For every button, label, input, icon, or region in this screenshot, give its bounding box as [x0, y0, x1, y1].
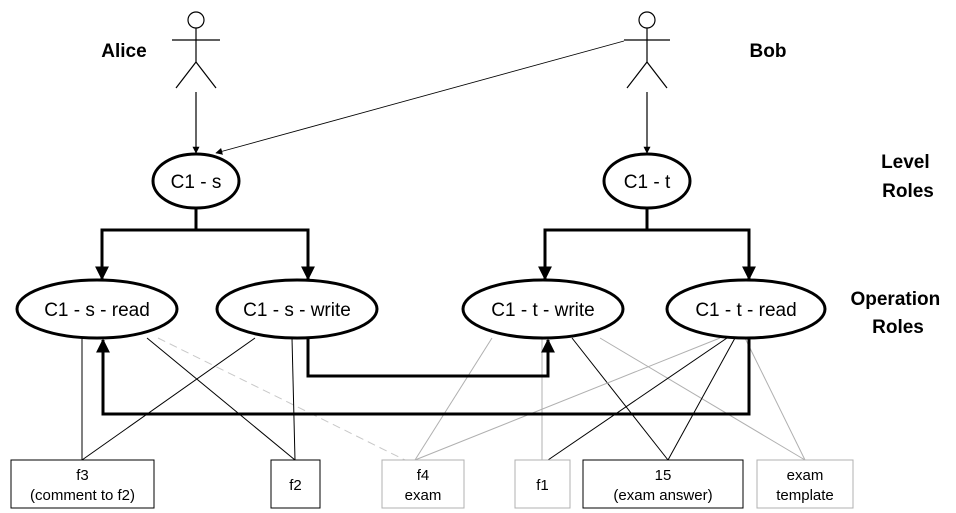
- actor-alice-label: Alice: [101, 41, 146, 62]
- level-role-c1-s[interactable]: C1 - s: [151, 152, 241, 210]
- svg-text:(exam answer): (exam answer): [613, 487, 712, 504]
- svg-text:C1 - t - write: C1 - t - write: [491, 300, 594, 321]
- svg-text:exam: exam: [787, 467, 824, 484]
- svg-text:f1: f1: [536, 477, 549, 494]
- svg-text:exam: exam: [405, 487, 442, 504]
- svg-text:C1 - s: C1 - s: [171, 172, 222, 193]
- level-role-c1-t[interactable]: C1 - t: [602, 152, 692, 210]
- svg-text:15: 15: [655, 467, 672, 484]
- actor-bob-label: Bob: [750, 41, 787, 62]
- svg-text:C1 - s - read: C1 - s - read: [44, 300, 150, 321]
- role-assignment-arrows: [192, 40, 651, 155]
- svg-text:(comment to f2): (comment to f2): [30, 487, 135, 504]
- actor-bob: [624, 11, 670, 89]
- svg-text:f3: f3: [76, 467, 89, 484]
- operation-role-edges: [96, 338, 751, 416]
- file-f1[interactable]: f1: [514, 459, 571, 509]
- file-15[interactable]: 15 (exam answer): [582, 459, 744, 509]
- svg-text:f2: f2: [289, 477, 302, 494]
- file-f3[interactable]: f3 (comment to f2): [10, 459, 155, 509]
- file-exam-template[interactable]: exam template: [756, 459, 854, 509]
- file-f2[interactable]: f2: [270, 459, 321, 509]
- operation-role-c1-s-read[interactable]: C1 - s - read: [15, 278, 179, 340]
- svg-text:f4: f4: [417, 467, 430, 484]
- svg-text:template: template: [776, 487, 834, 504]
- actor-alice: [172, 11, 220, 89]
- level-roles-label: Level Roles: [881, 152, 935, 202]
- operation-role-c1-s-write[interactable]: C1 - s - write: [215, 278, 379, 340]
- operation-role-c1-t-write[interactable]: C1 - t - write: [461, 278, 625, 340]
- role-hierarchy-edges: [95, 208, 756, 281]
- file-links: [81, 337, 806, 461]
- svg-text:C1 - t: C1 - t: [624, 172, 671, 193]
- file-f4[interactable]: f4 exam: [381, 459, 465, 509]
- operation-roles-label: Operation Roles: [850, 289, 945, 338]
- operation-role-c1-t-read[interactable]: C1 - t - read: [665, 278, 827, 340]
- svg-text:C1 - s - write: C1 - s - write: [243, 300, 351, 321]
- svg-text:C1 - t - read: C1 - t - read: [695, 300, 796, 321]
